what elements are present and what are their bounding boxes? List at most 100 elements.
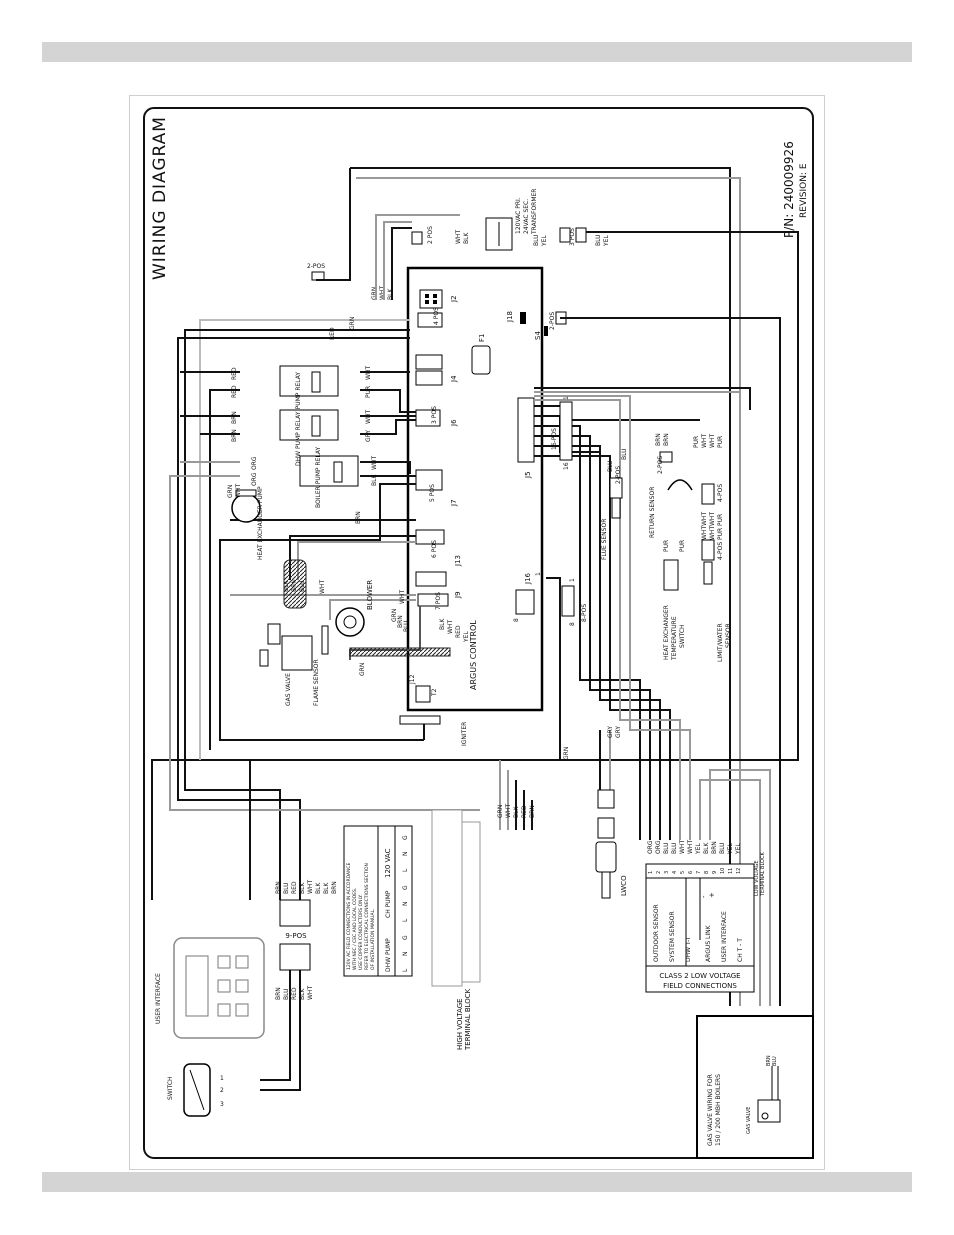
heat-exchanger-pump: HEAT EXCHANGER PUMP GRN WHT [227, 484, 264, 560]
nine-pos-wire-labels: BRN BLU RED BLK WHT BLK BLK BRN BRN BLU … [275, 880, 338, 1000]
svg-text:SENSOR: SENSOR [725, 623, 732, 648]
svg-text:WHT: WHT [319, 580, 326, 594]
svg-text:TERMINAL BLOCK: TERMINAL BLOCK [464, 988, 472, 1051]
svg-text:1: 1 [648, 871, 654, 874]
svg-text:GAS VALVE: GAS VALVE [285, 673, 292, 706]
svg-text:BLU: BLU [607, 460, 614, 472]
svg-text:ORG: ORG [647, 840, 654, 854]
connector-j13: J13 6 POS [415, 529, 462, 567]
svg-text:ORG: ORG [251, 456, 258, 470]
svg-text:GRY: GRY [365, 430, 372, 442]
low-voltage-terminal-block: CLASS 2 LOW VOLTAGE FIELD CONNECTIONS LO… [645, 840, 766, 993]
svg-text:6 POS: 6 POS [431, 540, 438, 558]
svg-text:WHT: WHT [709, 512, 716, 526]
connector-j6: J6 3 POS [415, 406, 458, 427]
igniter: IGNITER [399, 715, 468, 746]
svg-text:ORG: ORG [251, 472, 258, 486]
svg-text:T2: T2 [431, 688, 438, 697]
svg-text:5 POS: 5 POS [429, 484, 436, 502]
svg-text:1: 1 [563, 396, 570, 400]
svg-text:CLASS 2 LOW VOLTAGE: CLASS 2 LOW VOLTAGE [659, 972, 740, 980]
limit-water-sensor: LIMIT/WATER SENSOR 4-POS 4-POS WHT WHT P… [693, 434, 732, 662]
svg-text:24VAC SEC.: 24VAC SEC. [523, 199, 530, 234]
svg-text:WHT: WHT [505, 804, 512, 818]
top-wire-wht: WHT [379, 286, 386, 300]
svg-text:LOW VOLTAGE: LOW VOLTAGE [754, 861, 760, 896]
svg-text:GRY: GRY [607, 726, 614, 738]
svg-text:ARGUS LINK: ARGUS LINK [705, 924, 712, 962]
svg-text:G: G [402, 885, 409, 890]
svg-text:F1: F1 [478, 334, 486, 342]
svg-text:DHW PUMP RELAY: DHW PUMP RELAY [295, 411, 302, 466]
svg-text:BLU: BLU [533, 234, 540, 246]
connector-j12-t2: J12 T2 [409, 674, 438, 703]
svg-text:RED: RED [521, 805, 528, 818]
board-name: ARGUS CONTROL [469, 620, 478, 690]
svg-text:WHT: WHT [371, 456, 378, 470]
svg-text:CH PUMP RELAY: CH PUMP RELAY [295, 372, 302, 420]
svg-text:N: N [402, 852, 409, 857]
svg-text:N: N [402, 902, 409, 907]
svg-text:TRANSFORMER: TRANSFORMER [531, 189, 538, 235]
svg-text:16-POS: 16-POS [551, 428, 558, 450]
switch: SWITCH 1 2 3 [167, 1063, 224, 1117]
svg-text:WHT: WHT [709, 526, 716, 540]
svg-text:BLU: BLU [595, 234, 602, 246]
svg-text:BLK: BLK [299, 988, 306, 1000]
top-wire-blk: BLK [387, 288, 394, 300]
flue-sensor: FLUE SENSOR BLU BLU 2-POS [601, 448, 628, 560]
svg-text:120 VAC: 120 VAC [384, 848, 392, 878]
gas-valve: GAS VALVE BLK BRN BLU [259, 579, 313, 706]
svg-text:BLU: BLU [283, 988, 290, 1000]
svg-text:12: 12 [736, 868, 742, 874]
svg-text:10: 10 [720, 868, 726, 874]
svg-text:J7: J7 [450, 499, 458, 507]
svg-text:WHT: WHT [709, 434, 716, 448]
svg-text:G: G [402, 935, 409, 940]
svg-text:GRN: GRN [497, 805, 504, 818]
svg-text:PUR: PUR [717, 528, 724, 540]
lwco: LWCO GRY GRY [595, 726, 628, 899]
svg-text:WHT: WHT [447, 620, 454, 634]
svg-text:TEMPERATURE: TEMPERATURE [671, 616, 678, 661]
svg-text:USE COPPER CONDUCTORS ONLY.: USE COPPER CONDUCTORS ONLY. [358, 894, 364, 970]
svg-text:150 / 200 MBH BOILERS: 150 / 200 MBH BOILERS [715, 1074, 722, 1146]
svg-text:PUR: PUR [717, 514, 724, 526]
svg-text:BOILER PUMP RELAY: BOILER PUMP RELAY [315, 446, 322, 508]
svg-text:8: 8 [569, 622, 576, 626]
connector-j9: J9 [415, 571, 462, 599]
connector-j5: J5 [517, 397, 535, 479]
connector-j7pos: 7 POS [417, 592, 449, 610]
svg-text:IGNITER: IGNITER [461, 722, 468, 746]
svg-text:USER INTERFACE: USER INTERFACE [721, 911, 728, 962]
jumper-j18: J18 [506, 311, 526, 324]
svg-text:BLK: BLK [283, 580, 290, 592]
svg-text:WHT: WHT [235, 484, 242, 498]
svg-text:CH PUMP: CH PUMP [385, 890, 392, 918]
svg-text:J9: J9 [454, 591, 462, 599]
svg-text:7 POS: 7 POS [435, 592, 442, 610]
svg-text:YEL: YEL [603, 235, 610, 247]
svg-text:RED: RED [291, 987, 298, 1000]
svg-text:BLK: BLK [513, 806, 520, 818]
switch-s4: S4 [534, 326, 548, 340]
two-pos-right: 2-POS [549, 311, 567, 330]
flame-sensor: FLAME SENSOR WHT GRN [313, 580, 366, 706]
svg-text:16: 16 [563, 462, 570, 470]
svg-text:YEL: YEL [727, 843, 734, 855]
svg-text:GAS VALVE WIRING FOR: GAS VALVE WIRING FOR [707, 1074, 714, 1146]
svg-text:BRN: BRN [231, 429, 238, 442]
hx-temp-switch: HEAT EXCHANGER TEMPERATURE SWITCH PUR PU… [663, 540, 686, 661]
svg-text:BRN: BRN [663, 433, 670, 446]
svg-text:WHT: WHT [687, 840, 694, 854]
diagram-title: WIRING DIAGRAM [150, 116, 170, 280]
connector-j16: J16 1 8 [513, 572, 542, 622]
svg-text:DHW T-T: DHW T-T [685, 936, 692, 962]
svg-text:RED: RED [231, 385, 238, 398]
svg-text:BLU: BLU [403, 620, 410, 632]
svg-text:PUR: PUR [717, 436, 724, 448]
svg-text:BRN: BRN [275, 881, 282, 894]
svg-text:J13: J13 [454, 555, 462, 567]
svg-text:RED: RED [455, 625, 462, 638]
svg-text:YEL: YEL [541, 235, 548, 247]
